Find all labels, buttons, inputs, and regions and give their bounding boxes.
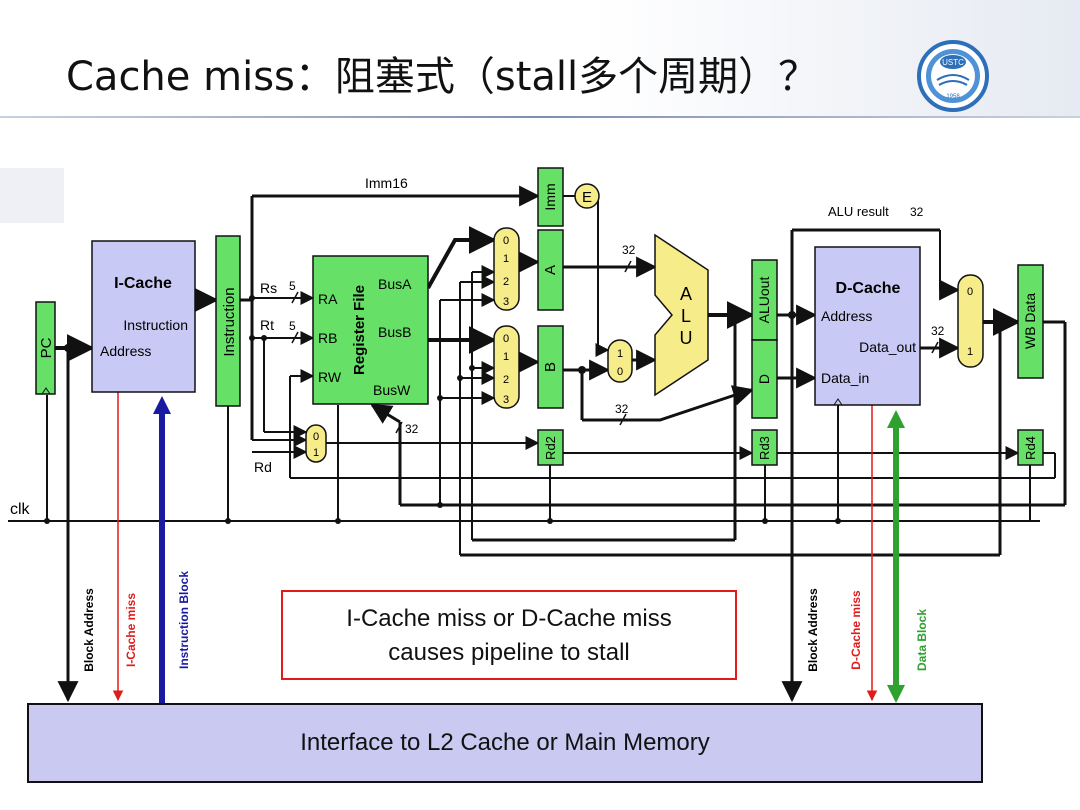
rd3-register xyxy=(751,429,778,466)
pc-label: PC xyxy=(38,337,55,358)
mux-a-in0: 0 xyxy=(503,235,509,247)
icache-block xyxy=(91,240,196,393)
port-rb: RB xyxy=(318,330,337,346)
wb-mux-in0: 0 xyxy=(967,286,973,298)
dcache-miss-label: D-Cache miss xyxy=(849,590,863,670)
rd-label: Rd xyxy=(254,459,272,475)
logo-year: 1958 xyxy=(946,94,960,100)
rt-width-label: 5 xyxy=(289,319,296,333)
rd4-label: Rd4 xyxy=(1023,436,1038,460)
width-32-busw: 32 xyxy=(405,422,419,436)
a-register xyxy=(537,229,564,311)
mux-b-in1: 1 xyxy=(503,351,509,363)
rt-label: Rt xyxy=(260,317,274,333)
dcache-title: D-Cache xyxy=(836,280,901,297)
dcache-block xyxy=(814,246,921,406)
wb-mux-in1: 1 xyxy=(967,346,973,358)
alu-b-mux xyxy=(607,339,633,383)
instruction-block-label: Instruction Block xyxy=(177,571,191,669)
mux-b-in2: 2 xyxy=(503,374,509,386)
wb-data-register xyxy=(1017,264,1044,379)
icache-title: I-Cache xyxy=(114,275,172,292)
port-busb: BusB xyxy=(378,324,411,340)
imm16-label: Imm16 xyxy=(365,175,408,191)
rd2-register xyxy=(537,429,564,466)
alu-letter-a: A xyxy=(680,284,692,304)
mux-b-in0: 0 xyxy=(503,333,509,345)
alu xyxy=(654,233,709,397)
width-32-alu-a: 32 xyxy=(622,243,636,257)
rd-mux-in1: 1 xyxy=(313,447,319,459)
extender-label: E xyxy=(582,189,592,206)
mux-b xyxy=(493,325,520,409)
mux-a-in2: 2 xyxy=(503,276,509,288)
stall-note: I-Cache miss or D-Cache miss causes pipe… xyxy=(281,590,737,680)
wb-data-label: WB Data xyxy=(1022,293,1038,349)
width-32-data-out: 32 xyxy=(931,324,945,338)
mux-b-in3: 3 xyxy=(503,394,509,406)
title-band xyxy=(0,0,1080,118)
rs-label: Rs xyxy=(260,280,277,296)
icache-address-label: Address xyxy=(100,343,151,359)
sign-extender xyxy=(574,183,600,209)
instruction-register xyxy=(215,235,241,407)
dcache-data-in-label: Data_in xyxy=(821,370,869,386)
b-register-label: B xyxy=(542,362,559,372)
imm-label: Imm xyxy=(542,183,558,210)
data-block-label: Data Block xyxy=(915,609,929,671)
icache-miss-label: I-Cache miss xyxy=(124,593,138,667)
clk-label: clk xyxy=(10,501,31,518)
alu-result-label: ALU result xyxy=(828,204,889,219)
block-address-right-label: Block Address xyxy=(806,588,820,672)
port-rw: RW xyxy=(318,369,342,385)
mux-a xyxy=(493,227,520,311)
port-busa: BusA xyxy=(378,276,412,292)
icache-instruction-label: Instruction xyxy=(123,317,188,333)
pc-register xyxy=(35,301,56,395)
a-register-label: A xyxy=(542,265,559,275)
stall-note-line1: I-Cache miss or D-Cache miss xyxy=(346,605,672,632)
aluout-label: ALUout xyxy=(756,277,772,324)
width-32-b-to-d: 32 xyxy=(615,402,629,416)
register-file-title: Register File xyxy=(351,285,368,375)
rd4-register xyxy=(1017,429,1044,466)
register-file xyxy=(312,255,429,405)
rs-width-label: 5 xyxy=(289,279,296,293)
left-shade xyxy=(0,168,64,223)
b-register xyxy=(537,325,564,409)
rd3-label: Rd3 xyxy=(757,436,772,460)
title-rule xyxy=(0,116,1080,118)
wb-mux xyxy=(957,274,984,368)
logo-text: USTC xyxy=(942,58,964,67)
slide-title: Cache miss：阻塞式（stall多个周期）？ xyxy=(66,54,819,100)
rd2-label: Rd2 xyxy=(543,436,558,460)
alu-b-mux-in1: 1 xyxy=(617,348,623,360)
d-register-label: D xyxy=(756,374,772,384)
instruction-register-label: Instruction xyxy=(221,287,238,356)
width-32-alu-result: 32 xyxy=(910,205,924,219)
stall-note-line2: causes pipeline to stall xyxy=(388,639,630,666)
dcache-address-label: Address xyxy=(821,308,872,324)
mux-a-in1: 1 xyxy=(503,253,509,265)
port-ra: RA xyxy=(318,291,338,307)
alu-b-mux-in0: 0 xyxy=(617,366,623,378)
dcache-data-out-label: Data_out xyxy=(859,339,916,355)
alu-letter-l: L xyxy=(681,306,691,326)
memory-interface: Interface to L2 Cache or Main Memory xyxy=(27,703,983,783)
block-address-left-label: Block Address xyxy=(82,588,96,672)
rd-mux xyxy=(305,424,327,463)
port-busw: BusW xyxy=(373,382,411,398)
rd-mux-in0: 0 xyxy=(313,431,319,443)
alu-letter-u: U xyxy=(680,328,693,348)
d-register xyxy=(751,339,778,419)
mux-a-in3: 3 xyxy=(503,296,509,308)
imm-register xyxy=(537,167,564,227)
ustc-logo: USTC 1958 xyxy=(917,40,989,112)
